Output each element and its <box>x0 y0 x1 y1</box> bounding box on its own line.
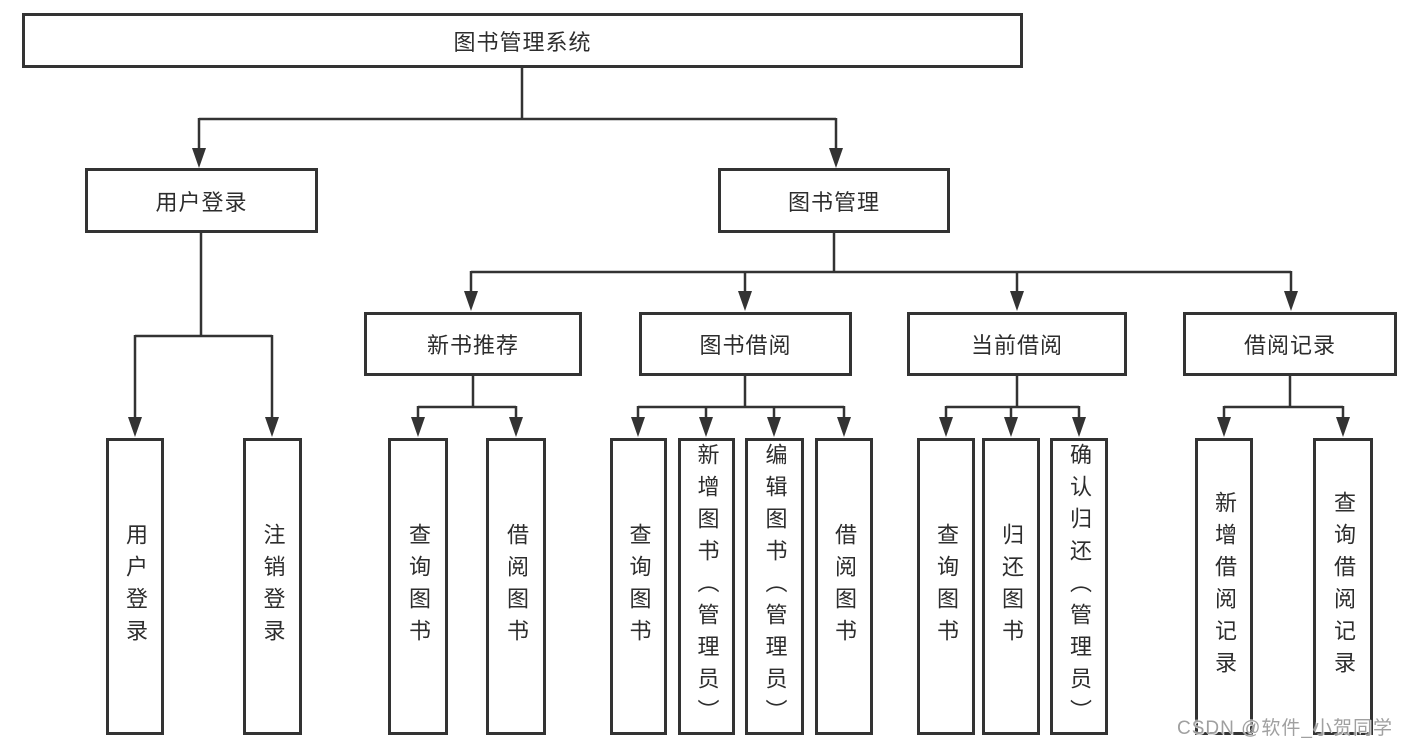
csdn-watermark: CSDN @软件_小贺同学 <box>1177 718 1393 739</box>
leaf-return-book-label: 归还图书 <box>999 522 1024 651</box>
node-book-management: 图书管理 <box>718 168 950 233</box>
leaf-user-login: 用户登录 <box>106 438 164 735</box>
leaf-add-book-admin: 新增图书（管理员） <box>678 438 735 735</box>
node-borrow-records-label: 借阅记录 <box>1243 333 1336 358</box>
leaf-current-query-book: 查询图书 <box>917 438 975 735</box>
node-new-book-recommend-label: 新书推荐 <box>426 333 519 358</box>
leaf-add-book-admin-label: 新增图书（管理员） <box>694 442 720 731</box>
leaf-borrow-book-label: 借阅图书 <box>832 522 857 651</box>
leaf-recommend-borrow-book-label: 借阅图书 <box>504 522 529 651</box>
node-borrow-records: 借阅记录 <box>1183 312 1397 376</box>
leaf-logout-label: 注销登录 <box>260 522 286 651</box>
node-book-management-label: 图书管理 <box>787 189 880 215</box>
leaf-query-borrow-record: 查询借阅记录 <box>1313 438 1373 735</box>
leaf-edit-book-admin-label: 编辑图书（管理员） <box>762 442 788 731</box>
node-new-book-recommend: 新书推荐 <box>364 312 582 376</box>
leaf-confirm-return-admin: 确认归还（管理员） <box>1050 438 1108 735</box>
node-book-borrow-label: 图书借阅 <box>699 333 792 358</box>
node-system-root: 图书管理系统 <box>22 13 1023 68</box>
node-current-borrow-label: 当前借阅 <box>970 333 1063 358</box>
leaf-return-book: 归还图书 <box>982 438 1040 735</box>
node-system-root-label: 图书管理系统 <box>453 29 592 55</box>
leaf-add-borrow-record: 新增借阅记录 <box>1195 438 1253 735</box>
leaf-user-login-label: 用户登录 <box>123 522 148 651</box>
node-current-borrow: 当前借阅 <box>907 312 1127 376</box>
leaf-borrow-query-book: 查询图书 <box>610 438 667 735</box>
leaf-borrow-query-book-label: 查询图书 <box>626 522 652 651</box>
leaf-recommend-borrow-book: 借阅图书 <box>486 438 546 735</box>
leaf-query-borrow-record-label: 查询借阅记录 <box>1331 490 1356 683</box>
leaf-recommend-query-book: 查询图书 <box>388 438 448 735</box>
node-user-login-label: 用户登录 <box>155 189 248 215</box>
leaf-borrow-book: 借阅图书 <box>815 438 873 735</box>
leaf-confirm-return-admin-label: 确认归还（管理员） <box>1067 442 1092 731</box>
node-user-login: 用户登录 <box>85 168 318 233</box>
leaf-recommend-query-book-label: 查询图书 <box>406 522 431 651</box>
leaf-logout: 注销登录 <box>243 438 302 735</box>
leaf-current-query-book-label: 查询图书 <box>934 522 959 651</box>
leaf-add-borrow-record-label: 新增借阅记录 <box>1212 490 1237 683</box>
node-book-borrow: 图书借阅 <box>639 312 852 376</box>
leaf-edit-book-admin: 编辑图书（管理员） <box>745 438 804 735</box>
